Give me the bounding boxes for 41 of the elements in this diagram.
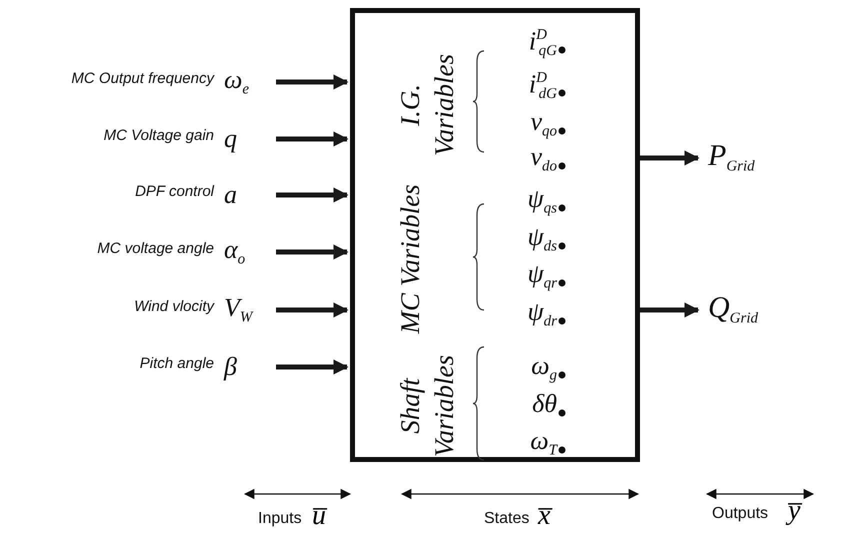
group-label: MC Variables [394,184,426,334]
arrow [638,302,700,318]
input-label: MC voltage angle [97,240,214,256]
vector-symbol: u̅ [312,500,326,532]
input-label: Wind vlocity [134,298,214,314]
output-symbol: Q$_{Grid}$ [708,293,758,327]
vector-symbol: x̅ [538,500,550,532]
group-label: Shaft Variables [394,354,460,460]
vector-symbol: y̅ [788,495,800,527]
arrow [276,302,348,318]
system-block [350,8,640,462]
input-label: MC Output frequency [71,70,214,86]
arrow [276,74,348,90]
input-symbol: V$_{W}$ [224,294,254,326]
input-symbol: β [224,354,238,380]
arrow [276,132,348,146]
state-variable: ω$_{g}$ [531,353,557,384]
arrow [276,188,348,202]
input-symbol: α$_{o}$ [224,236,246,268]
input-symbol: q [224,126,238,152]
input-symbol: a [224,182,238,208]
output-symbol: P$_{Grid}$ [708,141,755,175]
state-variable: ω$_{T}$ [530,428,557,458]
state-variable: δθ [532,391,557,417]
input-symbol: ω$_{e}$ [224,66,250,98]
arrow [276,360,348,374]
state-variable: v$_{qo}$ [530,109,557,140]
group-label: I.G. Variables [394,53,460,158]
state-variable: ψ$_{qs}$ [528,186,557,216]
input-label: MC Voltage gain [104,126,214,144]
state-variable: v$_{do}$ [530,144,557,174]
arrow [276,244,348,260]
axis-label: Outputs [712,505,768,523]
arrow [638,150,700,166]
input-label: DPF control [135,182,214,200]
state-variable: ψ$_{dr}$ [528,299,557,330]
axis-label: States [484,510,530,528]
input-label: Pitch angle [140,354,214,372]
state-variable: ψ$_{ds}$ [528,224,557,254]
axis-label: Inputs [258,510,302,528]
state-variable: ψ$_{qr}$ [528,261,557,292]
